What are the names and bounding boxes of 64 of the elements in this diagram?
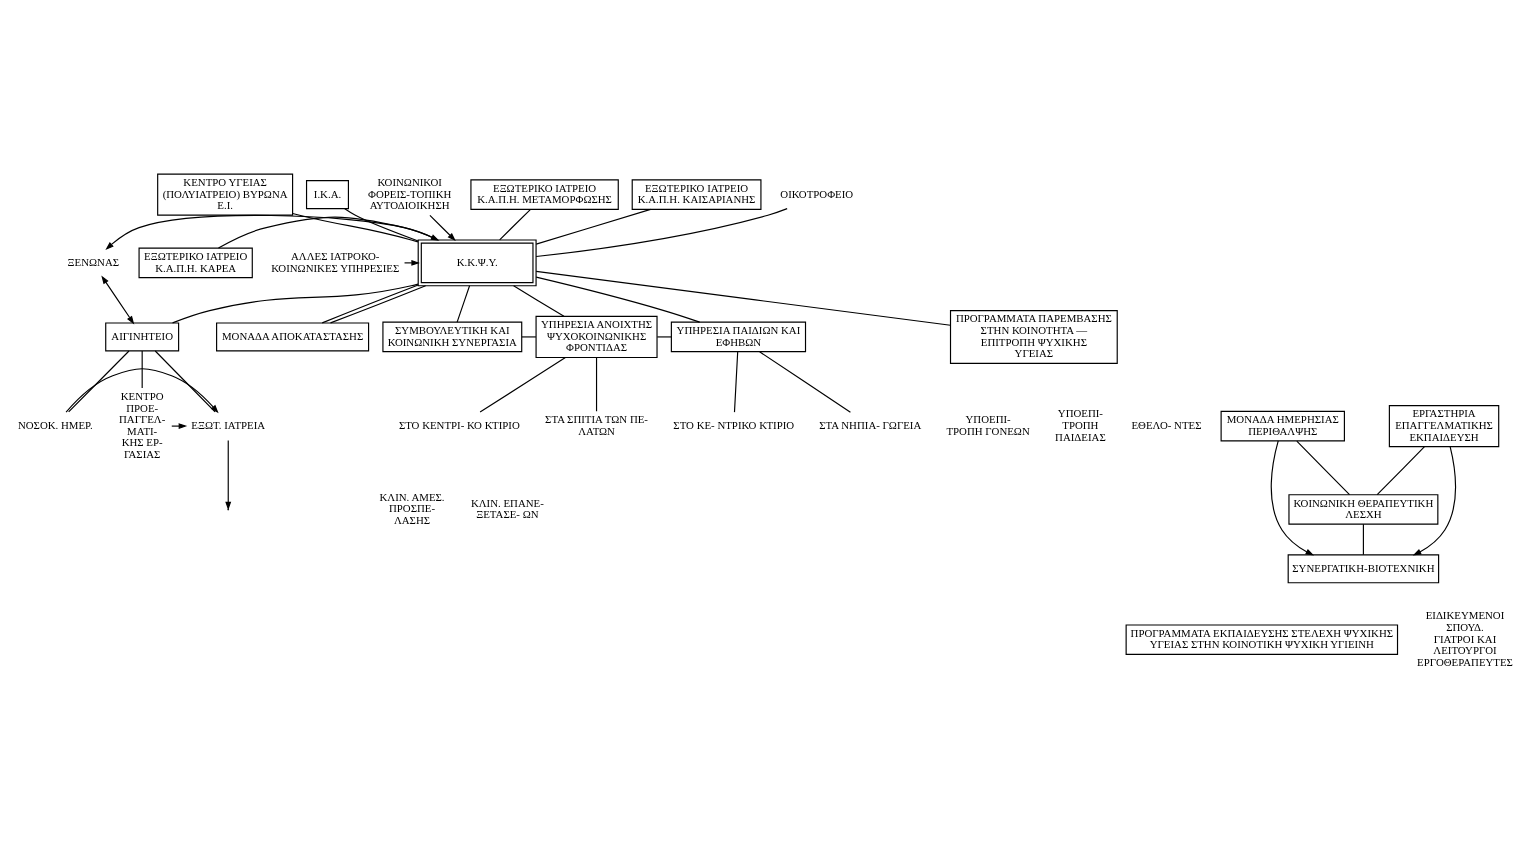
connector xyxy=(1376,446,1426,496)
node-text: ΚΟΙΝΩΝΙΚΟΙ ΦΟΡΕΙΣ-ΤΟΠΙΚΗ ΑΥΤΟΔΙΟΙΚΗΣΗ xyxy=(368,175,452,212)
connector xyxy=(292,212,419,243)
node-box: ΥΠΗΡΕΣΙΑ ΠΑΙΔΙΩΝ ΚΑΙ ΕΦΗΒΩΝ xyxy=(670,321,807,353)
connector xyxy=(535,208,652,245)
connector xyxy=(521,336,537,338)
label: ΕΙΔΙΚΕΥΜΕΝΟΙ ΣΠΟΥΔ. ΓΙΑΤΡΟΙ ΚΑΙ ΛΕΙΤΟΥΡΓΟΙ ΕΡΓΟΘΕΡΑΠΕΥΤΕΣ xyxy=(1417,609,1513,668)
connector xyxy=(733,351,739,413)
node-box: ΜΟΝΑΔΑ ΗΜΕΡΗΣΙΑΣ ΠΕΡΙΘΑΛΨΗΣ xyxy=(1220,410,1345,442)
connector xyxy=(535,270,952,326)
label: ΚΛΙΝ. ΑΜΕΣ. ΠΡΟΣΠΕ- ΛΑΣΗΣ xyxy=(379,490,445,526)
arrow xyxy=(1270,440,1315,556)
connector xyxy=(172,283,419,324)
connector xyxy=(656,336,672,338)
label: ΥΠΟΕΠΙ- ΤΡΟΠΗ ΠΑΙΔΕΙΑΣ xyxy=(1055,407,1106,443)
connector xyxy=(344,208,419,242)
node-text: ΣΤΑ ΣΠΙΤΙΑ ΤΩΝ ΠΕ- ΛΑΤΩΝ xyxy=(545,413,648,437)
label: ΚΛΙΝ. ΕΠΑΝΕ- ΞΕΤΑΣΕ- ΩΝ xyxy=(470,496,544,521)
node-text: ΣΤΑ ΝΗΠΙΑ- ΓΩΓΕΙΑ xyxy=(819,418,922,431)
node-text: ΚΕΝΤΡΟ ΠΡΟΕ- ΠΑΓΓΕΛ- ΜΑΤΙ- ΚΗΣ ΕΡ- ΓΑΣΙΑΣ xyxy=(119,389,166,461)
node-box: ΕΞΩΤΕΡΙΚΟ ΙΑΤΡΕΙΟ Κ.Α.Π.Η. ΚΑΙΣΑΡΙΑΝΗΣ xyxy=(631,179,762,210)
connector xyxy=(1362,523,1364,556)
connector xyxy=(595,357,598,412)
arrow xyxy=(65,368,219,414)
node-box: ΑΙΓΙΝΗΤΕΙΟ xyxy=(105,322,180,352)
connector xyxy=(535,208,788,258)
node-box: ΜΟΝΑΔΑ ΑΠΟΚΑΤΑΣΤΑΣΗΣ xyxy=(216,322,370,352)
node-box: ΕΞΩΤΕΡΙΚΟ ΙΑΤΡΕΙΟ Κ.Α.Π.Η. ΜΕΤΑΜΟΡΦΩΣΗΣ xyxy=(470,179,619,210)
node-box: ΠΡΟΓΡΑΜΜΑΤΑ ΕΚΠΑΙΔΕΥΣΗΣ ΣΤΕΛΕΧΗ ΨΥΧΙΚΗΣ ΥΓΕΙΑΣ ΣΤΗΝ ΚΟΙΝΟΤΙΚΗ ΨΥΧΙΚΗ ΥΓΙΕΙΝΗ xyxy=(1125,624,1399,656)
connector xyxy=(513,285,565,317)
arrow xyxy=(1412,446,1457,556)
arrow xyxy=(225,439,232,511)
node-text: ΝΟΣΟΚ. ΗΜΕΡ. xyxy=(17,418,93,431)
arrow xyxy=(403,259,420,266)
node-text: ΞΕΝΩΝΑΣ xyxy=(67,255,120,268)
connector xyxy=(141,350,143,389)
node-box: ΥΠΗΡΕΣΙΑ ΑΝΟΙΧΤΗΣ ΨΥΧΟΚΟΙΝΩΝΙΚΗΣ ΦΡΟΝΤΙΔΑΣ xyxy=(535,315,658,359)
label: ΥΠΟΕΠΙ- ΤΡΟΠΗ ΓΟΝΕΩΝ xyxy=(946,413,1030,437)
arrow xyxy=(171,423,188,430)
connector xyxy=(154,350,216,413)
node-box: ΚΕΝΤΡΟ ΥΓΕΙΑΣ (ΠΟΛΥΙΑΤΡΕΙΟ) ΒΥΡΩΝΑ Ε.Ι. xyxy=(157,173,294,216)
connector xyxy=(499,209,531,241)
node-box: ΚΟΙΝΩΝΙΚΗ ΘΕΡΑΠΕΥΤΙΚΗ ΛΕΣΧΗ xyxy=(1288,494,1439,525)
connector xyxy=(1296,440,1351,496)
connector xyxy=(321,284,419,324)
node-text: ΕΞΩΤ. ΙΑΤΡΕΙΑ xyxy=(191,418,266,431)
label: ΕΘΕΛΟ- ΝΤΕΣ xyxy=(1131,418,1202,431)
connector xyxy=(456,285,471,323)
node-box: ΕΡΓΑΣΤΗΡΙΑ ΕΠΑΓΓΕΛΜΑΤΙΚΗΣ ΕΚΠΑΙΔΕΥΣΗ xyxy=(1388,404,1500,448)
node-box: ΕΞΩΤΕΡΙΚΟ ΙΑΤΡΕΙΟ Κ.Α.Π.Η. ΚΑΡΕΑ xyxy=(138,247,253,279)
node-text: ΟΙΚΟΤΡΟΦΕΙΟ xyxy=(780,187,854,200)
node-box: Ι.Κ.Α. xyxy=(305,180,349,210)
node-text: ΑΛΛΕΣ ΙΑΤΡΟΚΟ- ΚΟΙΝΩΝΙΚΕΣ ΥΠΗΡΕΣΙΕΣ xyxy=(271,249,400,274)
arrow xyxy=(101,275,135,325)
connector xyxy=(479,357,566,413)
connector xyxy=(68,350,130,413)
connector xyxy=(329,285,427,324)
node-box: ΣΥΜΒΟΥΛΕΥΤΙΚΗ ΚΑΙ ΚΟΙΝΩΝΙΚΗ ΣΥΝΕΡΓΑΣΙΑ xyxy=(382,321,523,353)
connector xyxy=(759,351,851,413)
node-box: ΣΥΝΕΡΓΑΤΙΚΗ-ΒΙΟΤΕΧΝΙΚΗ xyxy=(1287,554,1440,584)
node-box: ΠΡΟΓΡΑΜΜΑΤΑ ΠΑΡΕΜΒΑΣΗΣ ΣΤΗΝ ΚΟΙΝΟΤΗΤΑ — ΕΠΙΤΡΟΠΗ ΨΥΧΙΚΗΣ ΥΓΕΙΑΣ xyxy=(949,310,1118,364)
connector xyxy=(535,276,701,323)
node-text: ΣΤΟ ΚΕ- ΝΤΡΙΚΟ ΚΤΙΡΙΟ xyxy=(673,418,795,431)
node-text: ΣΤΟ ΚΕΝΤΡΙ- ΚΟ ΚΤΙΡΙΟ xyxy=(398,418,520,431)
